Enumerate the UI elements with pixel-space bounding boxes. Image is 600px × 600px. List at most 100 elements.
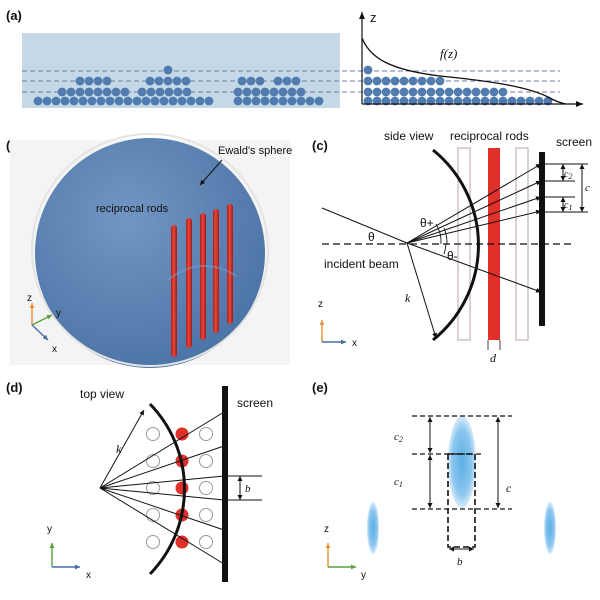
panel-b: (b) Ewald's sphere reciprocal rods z y x — [6, 133, 292, 368]
z-label-a: z — [370, 10, 377, 25]
e-dimensions — [427, 417, 501, 552]
layer-dashed-lines — [22, 70, 560, 93]
panel-d: (d) top view screen k b y x — [6, 380, 273, 582]
screen-label-c: screen — [556, 135, 592, 149]
atom — [120, 87, 130, 97]
rod-3d — [171, 225, 177, 357]
ewald-sphere — [35, 138, 265, 368]
axis-y-label-b: y — [56, 308, 61, 319]
k-label-d: k — [116, 442, 122, 456]
b-label-e: b — [457, 556, 463, 568]
axis-x-label-d: x — [86, 570, 91, 581]
panel-a: (a) z f(z) — [6, 8, 583, 108]
diffraction-spot-right — [544, 502, 556, 554]
fz-label: f(z) — [440, 46, 457, 61]
atom — [408, 76, 418, 86]
atom — [471, 96, 481, 106]
atom — [150, 96, 160, 106]
atom — [260, 96, 270, 106]
incident-beam — [321, 207, 408, 244]
atom — [132, 96, 142, 106]
ewald-sphere-label: Ewald's sphere — [218, 145, 292, 157]
diffraction-spot-left — [367, 502, 379, 554]
atom — [408, 87, 418, 97]
atom — [168, 96, 178, 106]
axis-x-b — [31, 324, 49, 341]
atom — [186, 96, 196, 106]
rods-label-b: reciprocal rods — [96, 203, 169, 215]
rod-projection-box — [447, 453, 476, 548]
atom — [435, 96, 445, 106]
atom — [408, 96, 418, 106]
c-label-c: c — [585, 182, 590, 194]
lattice-point-hit — [175, 535, 189, 549]
atom — [163, 65, 173, 75]
rod-3d — [186, 218, 192, 348]
top-view-rays — [99, 409, 225, 565]
ewald-pointer — [199, 159, 223, 186]
atom — [159, 96, 169, 106]
atom — [480, 96, 490, 106]
atom — [453, 96, 463, 106]
atom — [60, 96, 70, 106]
atom — [114, 96, 124, 106]
d-label: d — [490, 351, 497, 365]
atom — [305, 96, 315, 106]
atom — [233, 96, 243, 106]
atom — [516, 96, 526, 106]
panel-e-tag: (e) — [312, 380, 328, 395]
lattice-point — [146, 454, 160, 468]
atom — [444, 96, 454, 106]
atom — [255, 76, 265, 86]
theta-minus-label: θ- — [447, 249, 458, 263]
c-dimension — [545, 163, 588, 213]
fz-curve — [361, 37, 567, 105]
atom — [269, 96, 279, 106]
axis-x-label-c: x — [352, 338, 357, 349]
atom — [390, 96, 400, 106]
atom — [426, 96, 436, 106]
atom — [399, 76, 409, 86]
screen-d — [222, 386, 228, 582]
top-view-label: top view — [80, 387, 124, 401]
atom — [507, 96, 517, 106]
atom — [534, 96, 544, 106]
lattice-point — [199, 427, 213, 441]
atom — [242, 96, 252, 106]
lattice-point — [146, 481, 160, 495]
atom — [96, 96, 106, 106]
diffraction-rays — [406, 163, 542, 339]
lattice-point — [146, 508, 160, 522]
atom — [462, 96, 472, 106]
k-label-c: k — [405, 291, 411, 305]
reciprocal-rods-3d — [167, 204, 237, 357]
screen-c — [539, 152, 545, 326]
atom — [111, 87, 121, 97]
atom — [498, 96, 508, 106]
atom — [480, 87, 490, 97]
atom — [489, 96, 499, 106]
c-label-e: c — [506, 481, 512, 495]
c2-label-e: c2 — [394, 431, 403, 444]
lattice-point — [199, 454, 213, 468]
rods-label-c: reciprocal rods — [450, 129, 529, 143]
atom — [33, 96, 43, 106]
axis-z-label-b: z — [27, 293, 32, 304]
axis-z-label-c: z — [318, 299, 323, 310]
axis-x-label-b: x — [52, 344, 57, 355]
atom — [251, 96, 261, 106]
atom — [177, 96, 187, 106]
atom — [399, 96, 409, 106]
atom — [51, 96, 61, 106]
lattice-point-hit — [175, 427, 189, 441]
panel-a-tag: (a) — [6, 8, 22, 23]
atom — [278, 96, 288, 106]
atom — [381, 96, 391, 106]
panel-c-tag: (c) — [312, 138, 328, 153]
atom — [417, 96, 427, 106]
rod-3d — [200, 213, 206, 340]
diffraction-spot-center — [448, 416, 476, 508]
atom — [42, 96, 52, 106]
screen-label-d: screen — [237, 396, 273, 410]
